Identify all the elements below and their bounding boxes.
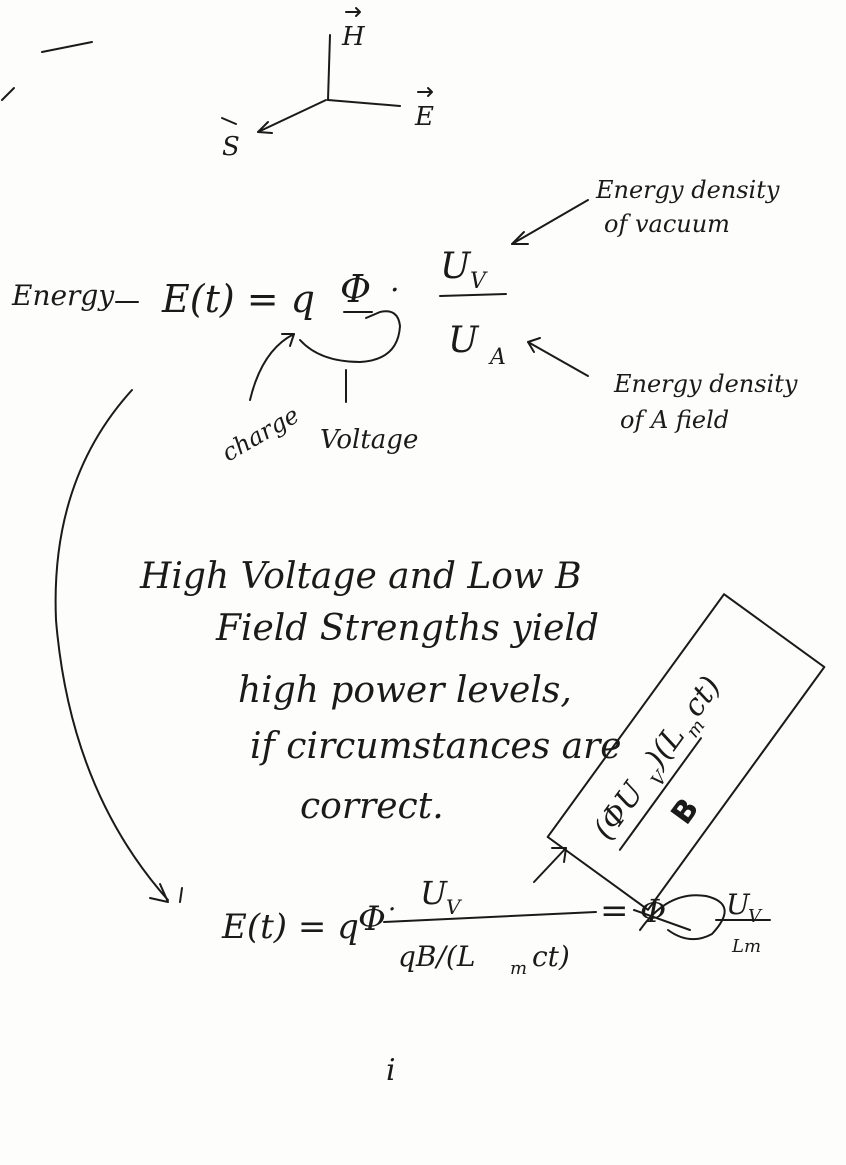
eq2-denominator: qB/(L [398,940,475,973]
equation2-rhs-equals: = [600,891,629,931]
note-field-line2: of A field [620,406,729,434]
boxed-pointer-arrow [533,847,567,883]
vacuum-arrowhead-icon [511,231,529,245]
eq1-denominator: U [448,320,480,361]
connecting-curve [54,389,169,901]
energy-prefix-label: Energy [11,279,115,312]
eq2-denominator-sub: m [510,958,527,979]
statement-line4: if circumstances are [250,726,622,767]
boxed-fraction-bar [618,737,702,851]
eq2-denominator-tail: ct) [532,940,570,973]
statement-line1: High Voltage and Low B [139,556,582,597]
e-axis-label: E [414,102,434,132]
eq2-numerator-sub: V [446,895,463,919]
tick-mark [179,887,183,903]
note-vacuum-line2: of vacuum [604,210,730,238]
statement-line2: Field Strengths yield [215,608,599,649]
boxed-top-end: ct) [676,670,728,723]
h-axis-label: H [341,22,366,52]
eq2-rhs-numerator-sub: V [748,906,763,927]
field-arrow-line [527,341,589,377]
boxed-pointer-arrowhead-icon [551,847,567,863]
h-axis-line [327,34,331,101]
field-arrowhead-icon [527,337,541,353]
equation1-lhs: E(t) = q [161,277,315,321]
s-axis-line [257,99,327,133]
boxed-top: (ΦU [587,775,653,847]
note-field-line1: Energy density [613,370,798,398]
eq2-fraction-bar [383,911,597,923]
eq1-numerator: U [440,246,472,287]
eq1-fraction-bar [439,293,507,297]
charge-arrowhead-icon [281,333,295,347]
equation2-dot: · [388,895,396,925]
corner-stroke [1,87,15,101]
note-vacuum-line1: Energy density [595,176,780,204]
charge-arrow-line [249,333,295,401]
eq1-denominator-sub: A [488,345,506,370]
eq2-rhs-numerator: U [726,888,751,921]
statement-line5: correct. [300,786,444,827]
equation-2: E(t) = q Φ · U V qB/(L m ct) = Φ U V Lm [221,874,771,979]
page-mark: i [386,1053,396,1088]
boxed-term-frame [546,593,826,911]
equation1-dot: · [390,273,400,308]
h-vector-arrow-icon [345,7,361,17]
connecting-arrowhead-icon [149,883,169,903]
e-vector-arrow-icon [417,87,433,97]
s-axis-label: S [222,132,240,162]
statement-block: High Voltage and Low B Field Strengths y… [139,556,622,827]
eq1-numerator-sub: V [470,269,488,294]
charge-label: charge [217,401,304,467]
equation2-phi: Φ [358,899,386,939]
boxed-bottom: B [664,792,706,831]
equation1-phi: Φ [340,267,371,311]
eq2-rhs-denominator: Lm [731,936,761,957]
eq2-numerator: U [420,874,448,912]
scribble-cross [633,909,691,931]
axes-sketch: H E S [221,7,434,162]
equation2-lhs: E(t) = q [221,907,359,947]
s-axis-arrowhead [257,121,273,134]
statement-line3: high power levels, [238,670,572,711]
e-axis-line [327,99,401,107]
scribble-strikethrough [639,894,726,941]
equation-1: Energy E(t) = q Φ · U V U A Energy densi… [11,176,798,467]
margin-stroke [41,41,93,53]
vacuum-arrow-line [511,199,589,245]
s-vector-arrow-icon [221,117,237,125]
charge-voltage-bracket [299,310,401,363]
voltage-label: Voltage [320,425,418,455]
